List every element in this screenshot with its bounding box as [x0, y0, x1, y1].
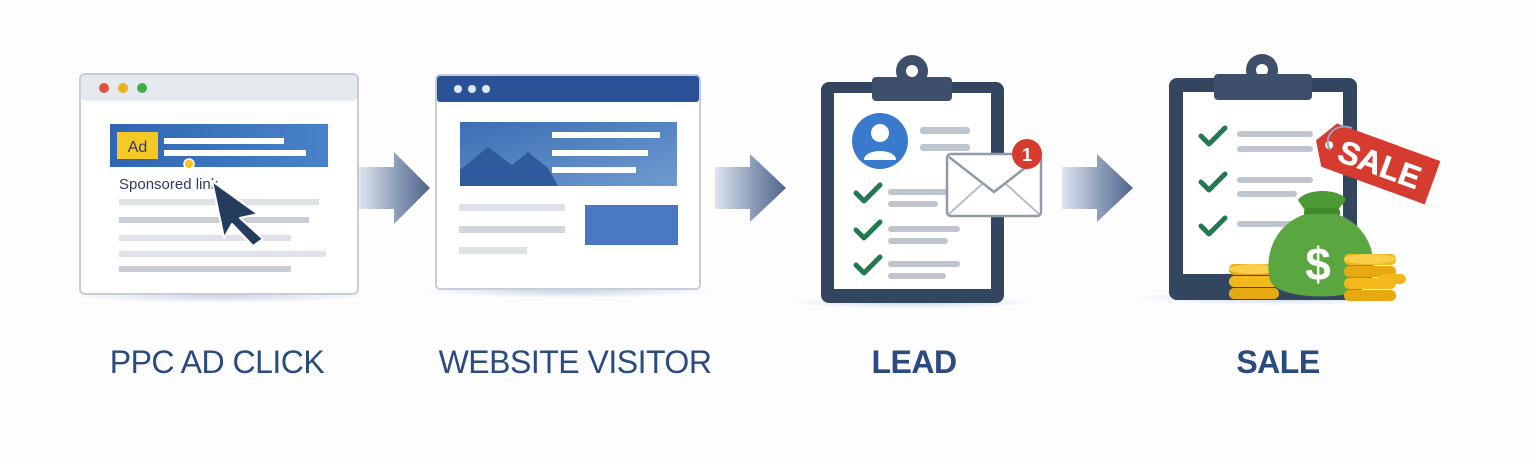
lead-clipboard-icon: 1: [790, 55, 1043, 309]
ppc-ad-browser-icon: Ad Sponsored link: [70, 73, 370, 303]
checkmark-icon: [1198, 171, 1228, 193]
checkmark-icon: [1198, 215, 1228, 237]
step-label-website-visitor: WEBSITE VISITOR: [438, 344, 712, 380]
flow-arrow-icon: [1062, 154, 1133, 222]
checkmark-icon: [1198, 125, 1228, 147]
maximize-dot-icon: [137, 83, 147, 93]
gold-coins-icon: [1344, 254, 1406, 301]
notification-count: 1: [1022, 145, 1032, 165]
sponsored-link-text: Sponsored link: [119, 176, 219, 193]
ad-badge-text: Ad: [128, 139, 148, 156]
checkmark-icon: [853, 254, 883, 276]
close-dot-icon: [99, 83, 109, 93]
flow-arrow-icon: [715, 154, 786, 222]
dollar-sign-icon: $: [1305, 238, 1331, 290]
gold-coins-icon: [1229, 264, 1279, 299]
step-label-lead: LEAD: [871, 344, 957, 380]
step-label-sale: SALE: [1236, 344, 1320, 380]
checkmark-icon: [853, 219, 883, 241]
sale-clipboard-icon: $ SALE: [1132, 54, 1441, 305]
step-label-ppc-ad-click: PPC AD CLICK: [109, 344, 325, 380]
minimize-dot-icon: [118, 83, 128, 93]
notification-badge: [1012, 139, 1042, 169]
mountain-image-icon: [460, 147, 558, 186]
flow-arrow-icon: [359, 152, 430, 224]
sale-tag-icon: SALE: [1316, 123, 1441, 205]
ad-badge: [117, 132, 158, 159]
mouse-cursor-icon: [211, 180, 264, 247]
website-browser-icon: [420, 74, 716, 298]
checkmark-icon: [853, 182, 883, 204]
